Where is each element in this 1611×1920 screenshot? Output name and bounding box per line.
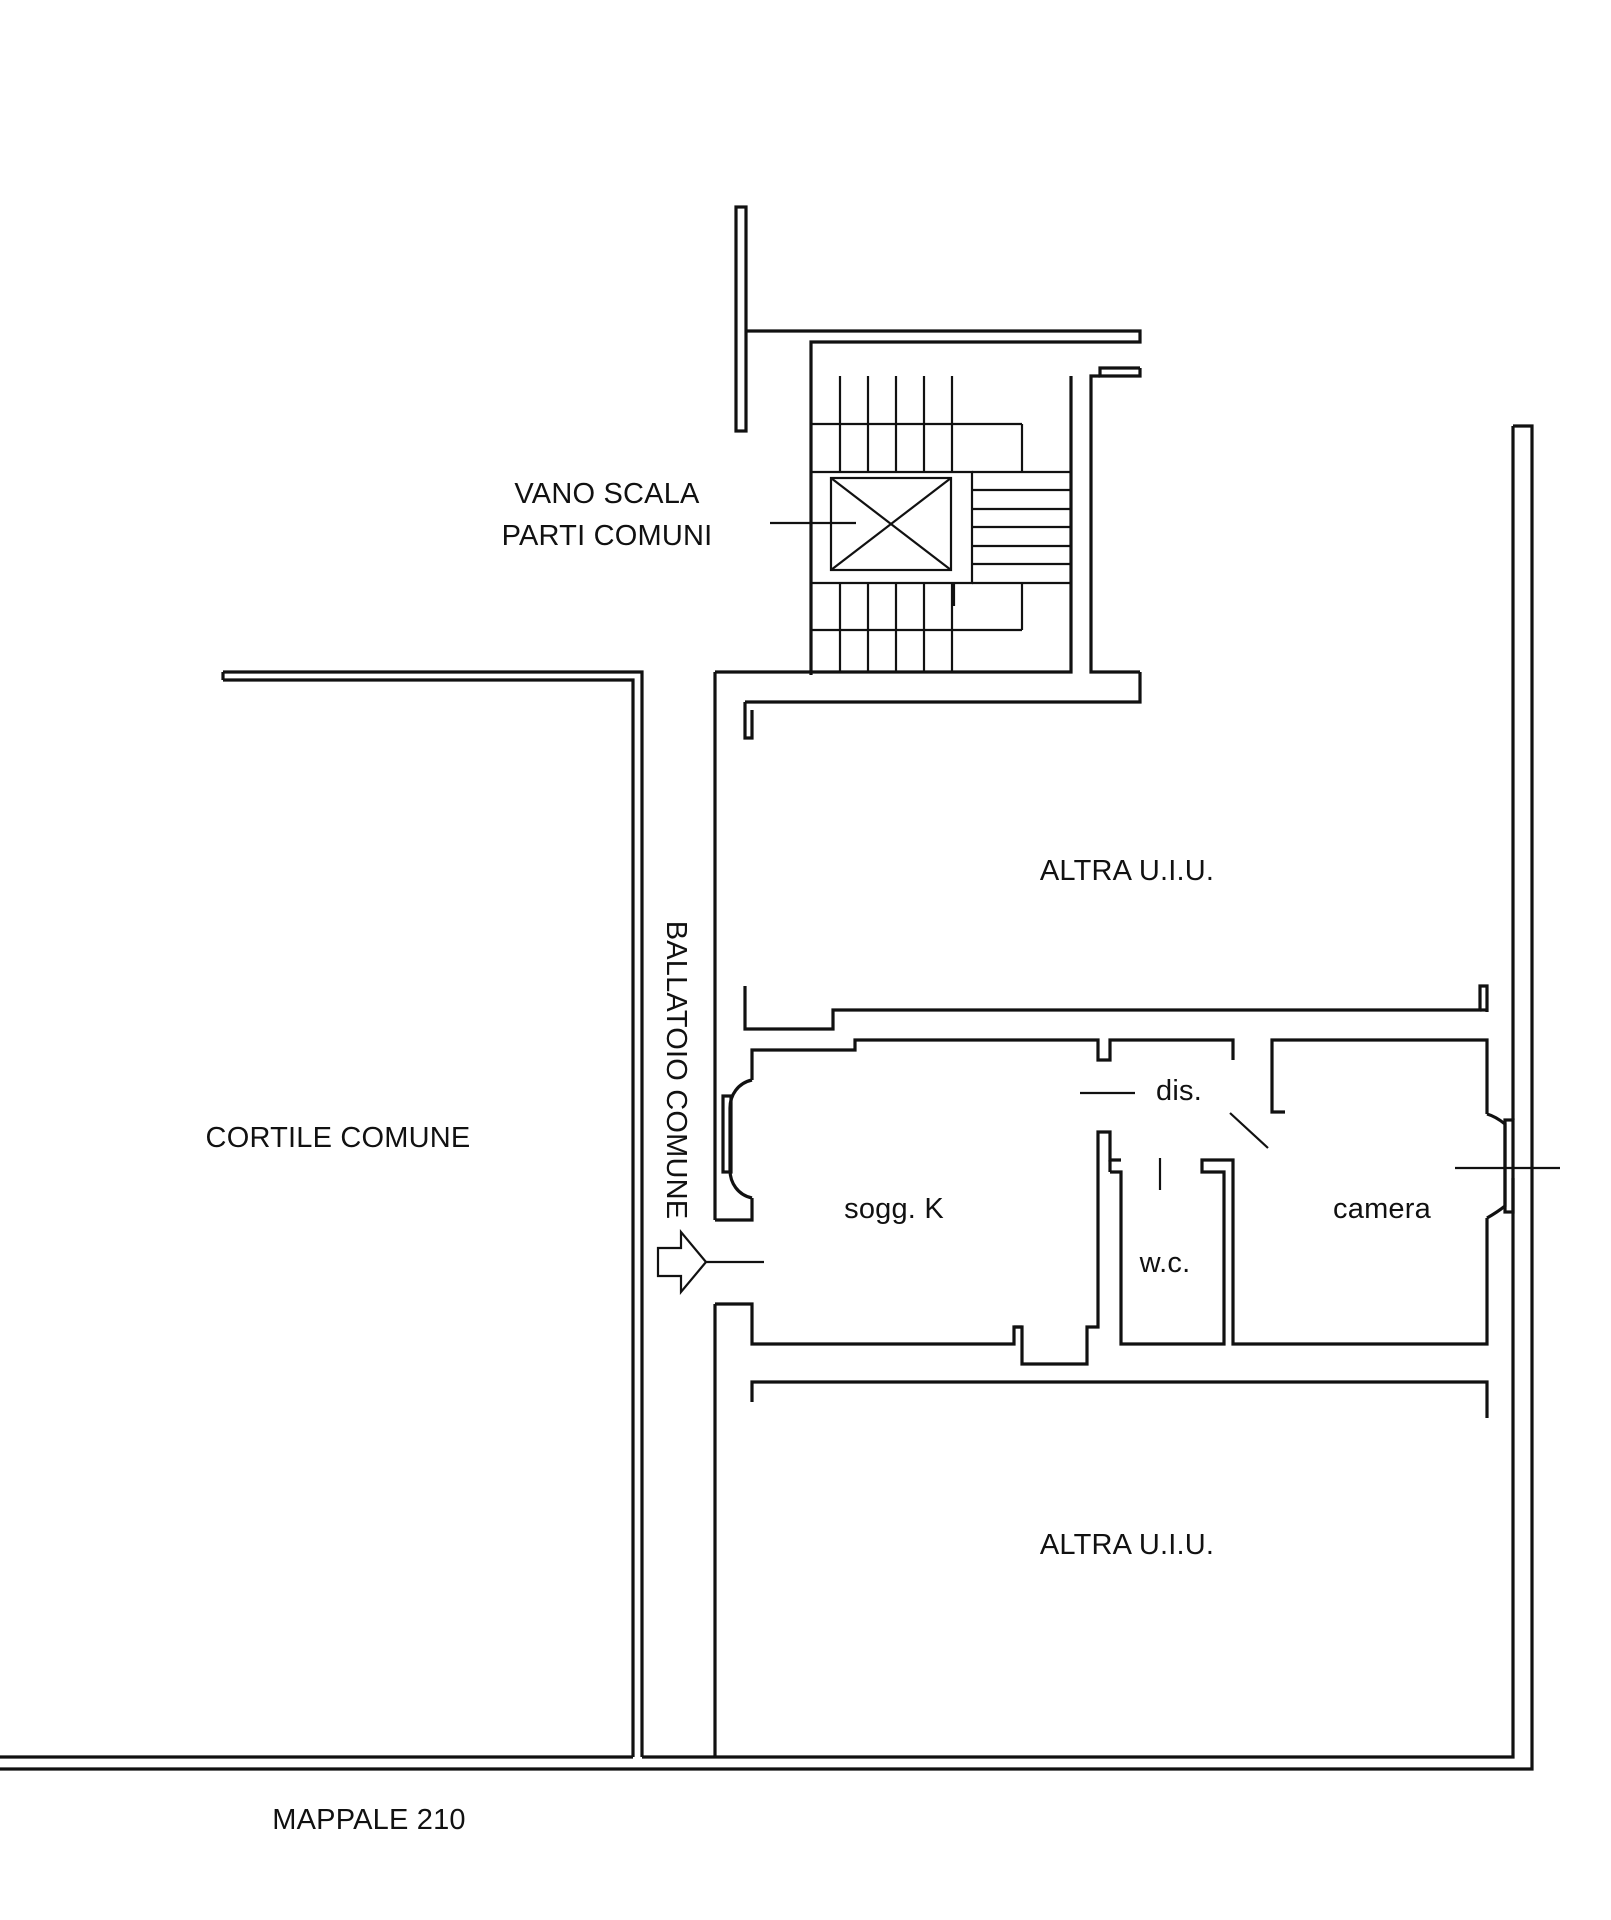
other-unit-top-label: ALTRA U.I.U. xyxy=(1040,855,1214,887)
other-unit-bottom-label: ALTRA U.I.U. xyxy=(1040,1529,1214,1561)
stair-label-line2: PARTI COMUNI xyxy=(502,520,713,552)
hallway-label: dis. xyxy=(1156,1075,1202,1107)
unit-walls xyxy=(715,984,1560,1418)
outer-walls xyxy=(0,424,1534,1771)
entrance-arrow xyxy=(656,1228,764,1296)
bathroom-label: w.c. xyxy=(1139,1247,1191,1279)
bedroom-label: camera xyxy=(1333,1193,1432,1225)
courtyard-label: CORTILE COMUNE xyxy=(206,1122,471,1154)
stair-treads xyxy=(770,376,1071,672)
gallery-label: BALLATOIO COMUNE xyxy=(660,921,692,1220)
living-kitchen-label: sogg. K xyxy=(844,1193,944,1225)
stair-label-line1: VANO SCALA xyxy=(514,478,700,510)
parcel-label: MAPPALE 210 xyxy=(272,1804,466,1836)
courtyard-walls xyxy=(221,670,644,1757)
stair-walls xyxy=(713,205,1142,1220)
